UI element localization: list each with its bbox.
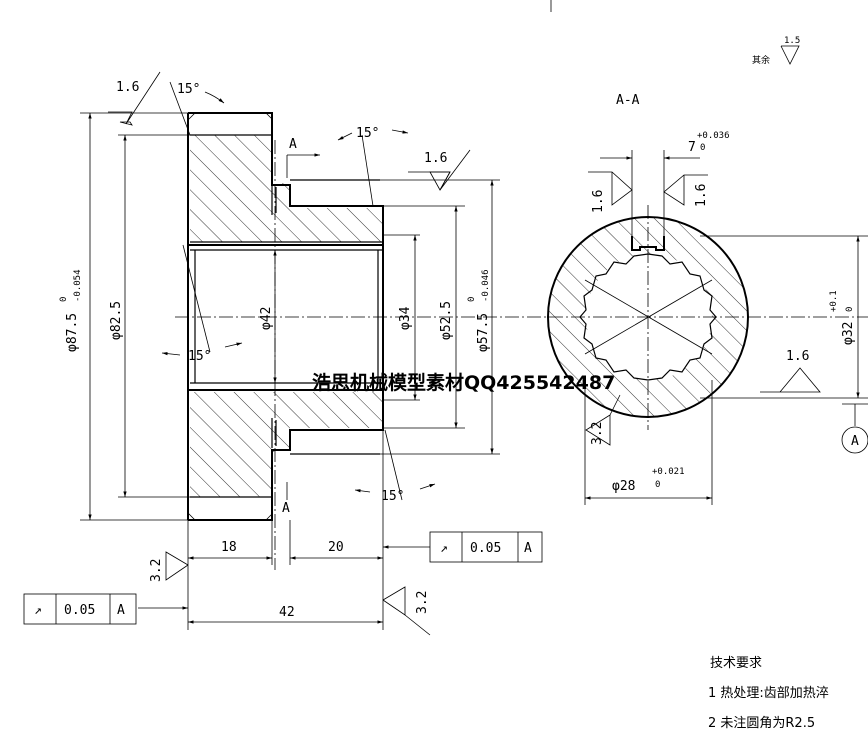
roughness-r4: 1.6 (694, 184, 709, 207)
section-view-aa (547, 150, 868, 505)
roughness-r1: 1.6 (116, 80, 139, 95)
roughness-rest-value: 1.5 (784, 36, 800, 46)
spline-minor-tol-hi: +0.021 (652, 467, 685, 477)
runout-frame-1 (429, 531, 543, 563)
hatch-upper (190, 135, 383, 242)
angle-top-right: 15° (356, 126, 379, 141)
inner-dia-label: φ34 (398, 306, 413, 330)
tech-req-item-2: 2 未注圆角为R2.5 (708, 716, 815, 731)
tech-req-item-1: 1 热处理:齿部加热淬 (708, 686, 829, 701)
runout-1-datum: A (524, 541, 532, 556)
total-width-label: 42 (279, 605, 295, 620)
angle-top-left: 15° (177, 82, 200, 97)
main-section-view (80, 81, 868, 570)
width-right-label: 20 (328, 540, 344, 555)
roughness-r2: 1.6 (424, 151, 447, 166)
roughness-rest-symbol (780, 45, 800, 65)
roughness-r6: 3.2 (590, 422, 605, 445)
angle-mid-left: 15° (188, 349, 211, 364)
hub-dia-label: φ52.5 (439, 301, 454, 340)
roughness-rest-label: 其余 (752, 54, 770, 66)
angle-bottom-right: 15° (381, 489, 404, 504)
spline-minor-label: φ28 (612, 479, 635, 494)
section-title: A-A (616, 93, 640, 108)
hatch-lower (190, 392, 383, 497)
outer-dia-tol-lo: -0.054 (73, 269, 83, 302)
watermark-text: 浩思机械模型素材QQ425542487 (312, 371, 615, 394)
outer-dia-tol-hi: 0 (59, 297, 69, 302)
roughness-r7: 3.2 (149, 559, 164, 582)
spline-tol-lo: 0 (845, 307, 855, 312)
width-left-label: 18 (221, 540, 237, 555)
datum-label: A (851, 434, 859, 449)
width-dimensions (138, 430, 430, 630)
tech-req-title: 技术要求 (710, 656, 762, 671)
hatch-ring (548, 217, 748, 417)
roughness-r3: 1.6 (591, 190, 606, 213)
runout-2-value: 0.05 (64, 603, 95, 618)
root-dia-label: φ82.5 (109, 301, 124, 340)
spline-minor-tol-lo: 0 (655, 480, 660, 490)
roughness-symbols-main (108, 71, 471, 636)
outer-dia-label: φ87.5 (65, 313, 80, 352)
section-mark-top: A (289, 137, 297, 152)
hub-outer-dia-label: φ57.5 (476, 313, 491, 352)
runout-2-datum: A (117, 603, 125, 618)
key-width-tol-hi: +0.036 (697, 131, 730, 141)
key-width-tol-lo: 0 (700, 143, 705, 153)
roughness-r5: 1.6 (786, 349, 809, 364)
key-width-label: 7 (688, 140, 696, 155)
runout-1-value: 0.05 (470, 541, 501, 556)
runout-1-symbol: ↗ (440, 541, 448, 556)
spline-tol-hi: +0.1 (829, 290, 839, 312)
section-mark-bottom: A (282, 501, 290, 516)
hub-outer-tol-lo: -0.046 (481, 269, 491, 302)
bore-dia-label: φ42 (259, 307, 274, 330)
roughness-r8: 3.2 (415, 591, 430, 614)
runout-2-symbol: ↗ (34, 603, 42, 618)
runout-frame-2 (23, 593, 137, 625)
spline-dia-label: φ32 (841, 322, 856, 345)
hub-outer-tol-hi: 0 (467, 297, 477, 302)
